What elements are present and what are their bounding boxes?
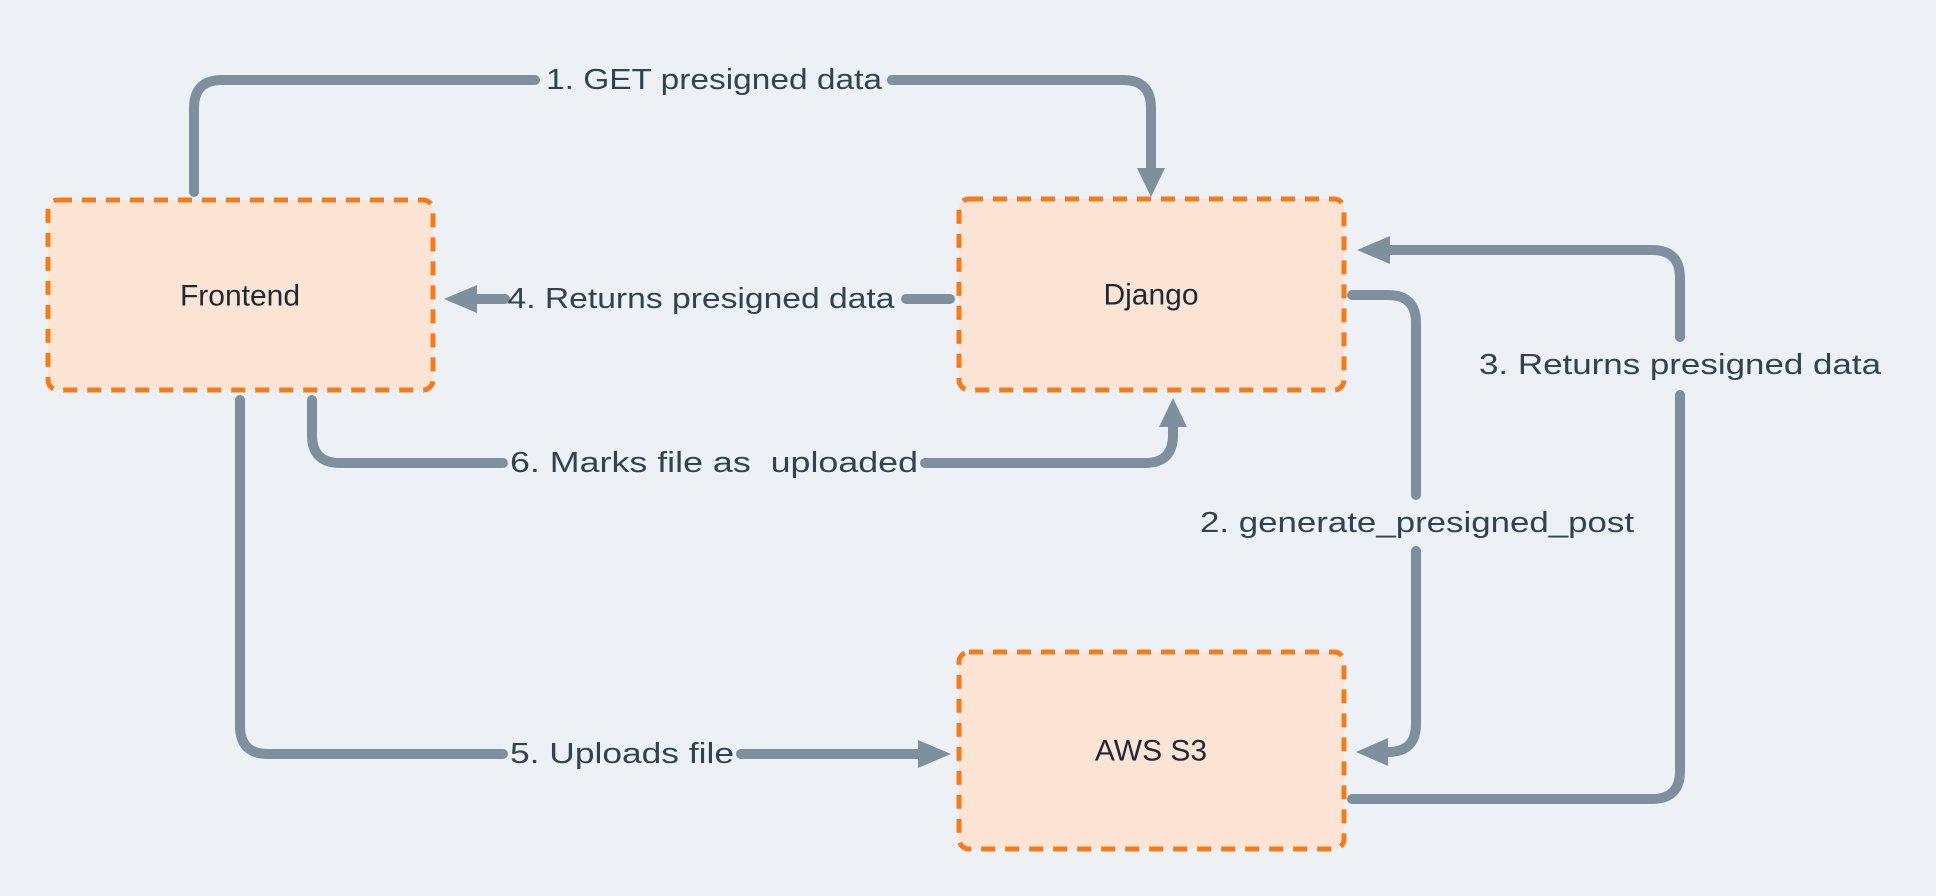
- edge-1-arrowhead-down-icon: [1137, 168, 1165, 197]
- edge-2-path-bottom: [1383, 546, 1421, 757]
- aws-s3-label: AWS S3: [1095, 735, 1207, 768]
- edge-marks-file-uploaded: 6. Marks file as uploaded: [307, 395, 1187, 479]
- edge-6-label: 6. Marks file as uploaded: [510, 447, 918, 479]
- edge-5-arrowhead-right-icon: [918, 740, 951, 768]
- edge-2-arrowhead-left-icon: [1356, 738, 1388, 766]
- django-box: [956, 196, 1347, 393]
- edge-generate-presigned-post: 2. generate_presigned_post: [1200, 290, 1634, 766]
- edge-4-label: 4. Returns presigned data: [508, 283, 896, 315]
- django-label: Django: [1103, 279, 1198, 312]
- edge-get-presigned-data: 1. GET presigned data: [189, 64, 1165, 197]
- edge-returns-presigned-data-to-django: 3. Returns presigned data: [1347, 236, 1882, 804]
- node-aws-s3: AWS S3: [956, 649, 1347, 852]
- edge-4-arrowhead-left-icon: [444, 285, 477, 313]
- node-frontend: Frontend: [45, 197, 436, 393]
- edge-2-label: 2. generate_presigned_post: [1200, 507, 1634, 539]
- edge-5-label: 5. Uploads file: [510, 738, 734, 770]
- edge-3-path-bottom: [1347, 390, 1685, 804]
- edge-1-path-right: [887, 75, 1156, 175]
- edge-6-path-left: [307, 395, 508, 468]
- node-django: Django: [956, 196, 1347, 393]
- frontend-box: [45, 197, 436, 393]
- edge-3-path-top: [1385, 245, 1685, 342]
- edge-6-path-right: [920, 423, 1178, 468]
- edge-1-label: 1. GET presigned data: [546, 64, 883, 96]
- aws-s3-box: [956, 649, 1347, 852]
- frontend-label: Frontend: [180, 280, 300, 313]
- edge-1-path-left: [189, 75, 540, 197]
- edge-uploads-file: 5. Uploads file: [235, 395, 951, 770]
- edge-2-path-top: [1347, 290, 1421, 500]
- edge-3-arrowhead-left-icon: [1357, 236, 1390, 264]
- edge-3-label: 3. Returns presigned data: [1479, 349, 1882, 381]
- edge-returns-presigned-data-to-frontend: 4. Returns presigned data: [444, 283, 955, 315]
- edge-5-path-left: [235, 395, 508, 759]
- edge-6-arrowhead-up-icon: [1159, 398, 1187, 427]
